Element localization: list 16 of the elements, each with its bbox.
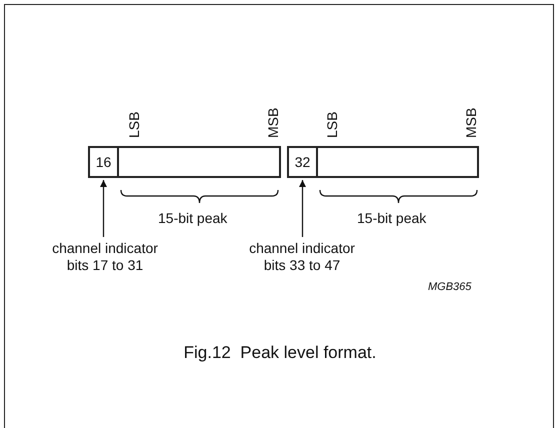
arrow	[299, 180, 306, 237]
figure-code: MGB365	[428, 281, 472, 293]
bit-order-label: LSB	[324, 112, 340, 138]
bit-order-label: LSB	[126, 112, 142, 138]
field-label: 15-bit peak	[158, 210, 228, 226]
bit-field-cell: 16	[88, 146, 119, 178]
bit-order-label: MSB	[265, 108, 281, 138]
callout-text: channel indicator bits 17 to 31	[50, 240, 160, 292]
arrow	[100, 180, 107, 237]
bit-field-cell	[117, 146, 281, 178]
figure-caption: Fig.12 Peak level format.	[182, 343, 378, 363]
callout-text: channel indicator bits 33 to 47	[247, 240, 357, 292]
bit-field-cell: 32	[287, 146, 318, 178]
field-label: 15-bit peak	[357, 210, 426, 226]
bit-field-cell	[316, 146, 479, 178]
bit-order-label: MSB	[463, 108, 479, 138]
